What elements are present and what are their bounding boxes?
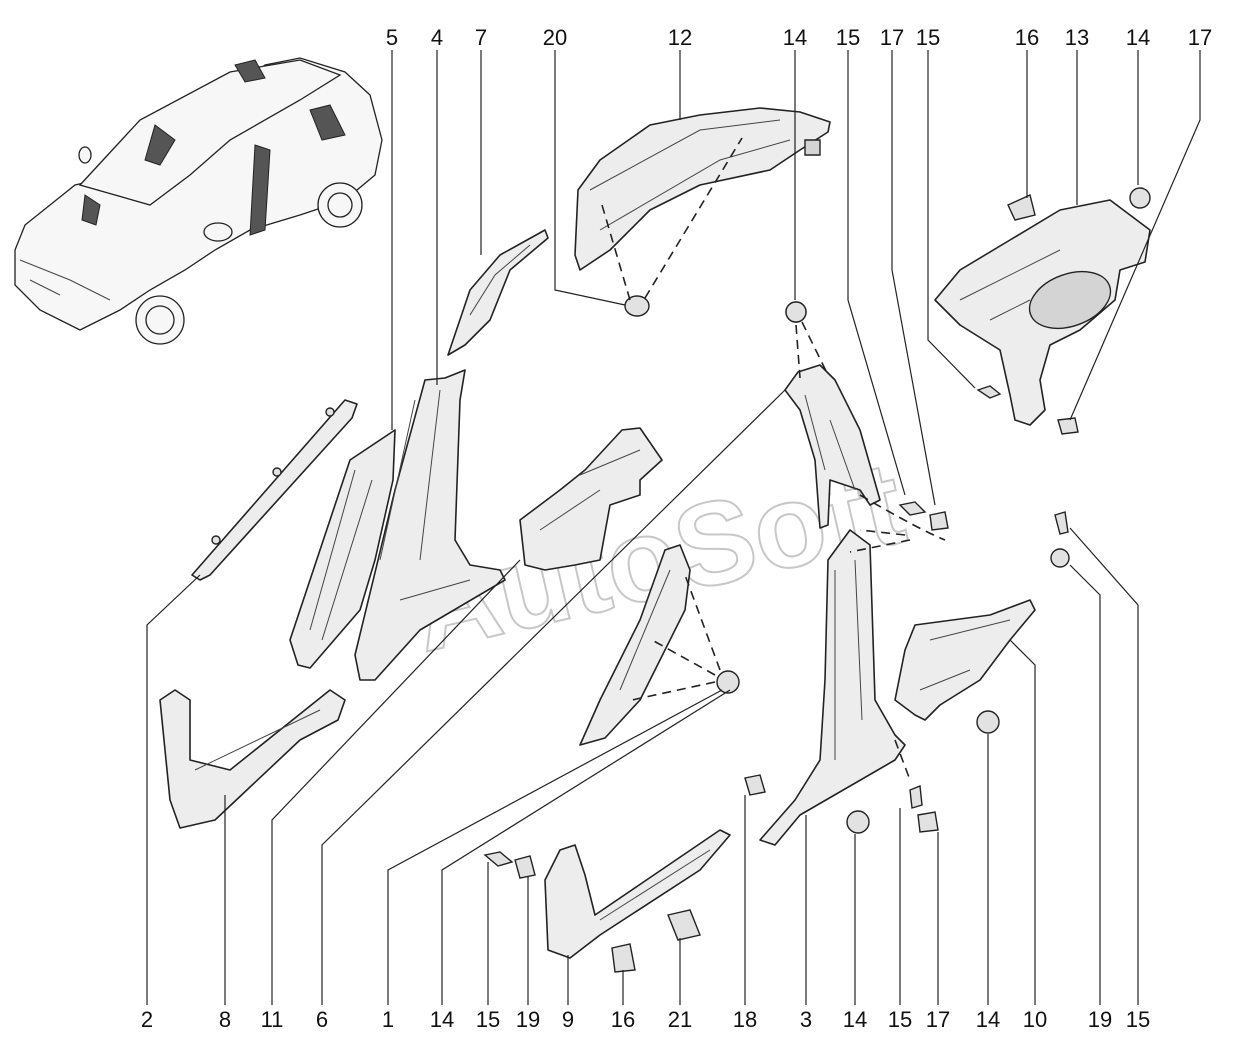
part-3-pillar: [759, 529, 906, 846]
leaders-bottom: [146, 389, 1139, 1005]
screw-15-e: [483, 851, 514, 867]
callout-top: 15: [916, 25, 940, 50]
clip-14-a: [785, 301, 807, 323]
clip-14-b: [1129, 187, 1151, 209]
callout-bottom: 1: [382, 1007, 394, 1032]
callout-top: 5: [386, 25, 398, 50]
screw-15-c: [1054, 511, 1069, 535]
callout-bottom: 10: [1023, 1007, 1047, 1032]
part-7-strip: [447, 229, 549, 356]
clip-17-c: [917, 811, 939, 833]
leaders-top: [391, 50, 1201, 506]
part-8-sill: [159, 689, 346, 829]
callout-bottom: 9: [562, 1007, 574, 1032]
assembly-arrows: [601, 137, 946, 781]
callout-top: 7: [475, 25, 487, 50]
clip-14-e: [846, 810, 870, 834]
callouts-top: 5 4 7 20 12 14 15 17 15 16 13 14 17: [386, 25, 1212, 50]
part-9-sill: [544, 829, 731, 959]
callout-top: 17: [1188, 25, 1212, 50]
callout-bottom: 8: [219, 1007, 231, 1032]
callout-top: 20: [543, 25, 567, 50]
callout-bottom: 19: [516, 1007, 540, 1032]
callout-bottom: 11: [261, 1007, 284, 1032]
callout-bottom: 16: [611, 1007, 635, 1032]
callout-top: 16: [1015, 25, 1039, 50]
callout-bottom: 15: [888, 1007, 912, 1032]
part-20-plug: [624, 295, 650, 317]
clip-14-c: [716, 670, 740, 694]
part-4-trim: [354, 369, 506, 681]
part-12-trim: [574, 107, 831, 271]
part-10-trim: [894, 599, 1036, 721]
clip-16-a: [1007, 194, 1036, 221]
callout-bottom: 15: [476, 1007, 500, 1032]
callout-top: 15: [836, 25, 860, 50]
callouts-bottom: 2 8 11 6 1 14 15 19 9 16 21 18 3 14 15 1…: [141, 1007, 1150, 1032]
part-11-trim: [579, 544, 691, 746]
callout-bottom: 17: [926, 1007, 950, 1032]
callout-bottom: 21: [668, 1007, 692, 1032]
clip-17-a: [1057, 417, 1079, 435]
callout-bottom: 14: [976, 1007, 1000, 1032]
car-overview-icon: [14, 57, 383, 345]
callout-top: 17: [880, 25, 904, 50]
callout-bottom: 2: [141, 1007, 153, 1032]
clip-17-b: [929, 511, 949, 531]
clip-19-a: [1050, 548, 1070, 568]
callout-bottom: 14: [843, 1007, 867, 1032]
callout-bottom: 15: [1126, 1007, 1150, 1032]
part-6-trim: [519, 427, 663, 571]
callout-bottom: 19: [1088, 1007, 1112, 1032]
clip-19-b: [514, 855, 536, 879]
screw-15-b: [898, 501, 927, 516]
callout-top: 14: [1126, 25, 1150, 50]
callout-bottom: 18: [733, 1007, 757, 1032]
callout-top: 4: [431, 25, 443, 50]
clip-18: [744, 774, 766, 796]
part-2-strip: [191, 399, 358, 581]
screw-15-d: [909, 785, 923, 809]
callout-top: 12: [668, 25, 692, 50]
callout-bottom: 3: [800, 1007, 812, 1032]
callout-top: 13: [1065, 25, 1089, 50]
callout-bottom: 6: [316, 1007, 328, 1032]
clip-14-d: [976, 710, 1000, 734]
screw-15-a: [976, 385, 1002, 399]
callout-bottom: 14: [430, 1007, 454, 1032]
clip-16-b: [611, 943, 636, 973]
callout-top: 14: [783, 25, 807, 50]
clip-21: [667, 909, 701, 941]
